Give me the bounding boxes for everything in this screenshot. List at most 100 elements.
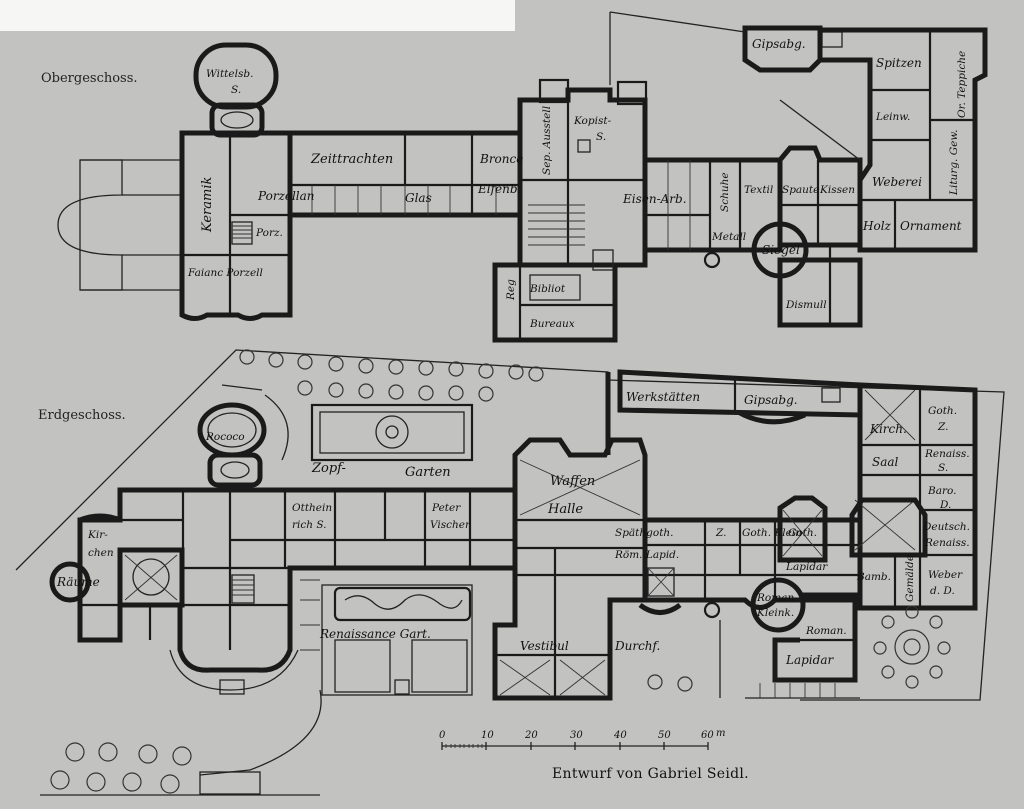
ground-west-wing (77, 487, 518, 673)
label-metall: Metall (711, 231, 746, 243)
label-kirchen-1: Kir- (87, 529, 108, 541)
label-textil: Textil (744, 184, 773, 196)
label-ottheinrich-2: rich S. (292, 519, 327, 531)
label-bibliot: Bibliot (529, 283, 566, 295)
scale-tick-50: 50 (658, 730, 671, 741)
label-garten: Garten (405, 465, 451, 480)
roman-kleinkunst-round-room (750, 577, 806, 633)
drawing-caption: Entwurf von Gabriel Seidl. (552, 766, 749, 782)
label-zopf: Zopf- (311, 461, 346, 476)
scale-tick-20: 20 (524, 730, 538, 741)
label-goth-z-1: Goth. (928, 405, 957, 417)
scale-tick-10: 10 (481, 730, 494, 741)
label-elfenb: Elfenb. (477, 182, 521, 196)
label-roman: Roman. (805, 625, 847, 637)
label-goth-z-2: Z. (937, 421, 948, 433)
label-ground-gipsabg: Gipsabg. (744, 393, 798, 407)
label-kirchen-2: chen (88, 547, 114, 559)
label-dismull: Dismull (785, 299, 827, 311)
label-keramik: Keramik (200, 176, 215, 233)
label-gemaelde: Gemälde (904, 555, 916, 602)
scale-unit: m (716, 728, 725, 739)
label-lapidar: Lapidar (785, 653, 834, 667)
label-holz: Holz (862, 219, 892, 233)
scale-tick-40: 40 (613, 730, 627, 741)
upper-floor-label: Obergeschoss. (41, 71, 138, 86)
scale-tick-0: 0 (439, 730, 446, 741)
label-barock-d-2: D. (939, 499, 951, 511)
label-z: Z. (715, 527, 726, 539)
label-kirch: Kirch. (869, 422, 907, 436)
scan-margin (0, 0, 515, 31)
label-ornament: Ornament (900, 219, 962, 233)
label-bamb: Bamb. (856, 571, 891, 583)
label-wittelsb-s: S. (231, 84, 241, 96)
label-fajanc-porzell: Faianc Porzell (187, 267, 263, 279)
label-barock-d-1: Baro. (927, 485, 956, 497)
upper-apse-outline (57, 159, 123, 291)
label-spaute: Spaute (782, 184, 819, 196)
label-durchf: Durchf. (614, 639, 660, 653)
upper-library-block (492, 262, 618, 343)
label-weber-d-2: d. D. (930, 585, 955, 597)
label-or-teppiche: Or. Teppiche (956, 51, 968, 118)
label-rococo: Rococo (205, 431, 245, 443)
gothic-rooms-row (642, 517, 863, 610)
label-goth-lapidar-1: Goth. (788, 527, 817, 539)
label-leinw: Leinw. (875, 111, 910, 123)
dismull-room (777, 257, 863, 328)
ground-floor-label: Erdgeschoss. (38, 408, 126, 423)
label-spaethgoth: Späthgoth. (615, 527, 674, 539)
label-siegel: Siegel (762, 243, 800, 257)
zopf-garden-parterre (310, 403, 474, 462)
label-wittelsb: Wittelsb. (206, 68, 253, 80)
label-weberei: Weberei (872, 175, 922, 189)
label-saal: Saal (872, 455, 899, 469)
label-reg: Reg (505, 279, 517, 301)
garden-trees (50, 349, 693, 794)
label-upper-gipsabg: Gipsabg. (752, 37, 806, 51)
label-roem-lapid: Röm. Lapid. (614, 549, 679, 561)
label-kopist-s: S. (596, 131, 606, 143)
label-roman-kleink-2: Kleink. (756, 607, 794, 619)
renaissance-garden (321, 584, 473, 696)
label-renaissance-gart: Renaissance Gart. (319, 627, 431, 641)
label-liturg-gew: Liturg. Gew. (948, 130, 960, 196)
label-halle: Halle (547, 502, 583, 517)
scale-bar: 0 10 20 30 40 50 60 m (439, 728, 725, 750)
label-goth-lapidar-2: Lapidar (785, 561, 828, 573)
label-kissen: Kissen (819, 184, 855, 196)
label-zeittrachten: Zeittrachten (310, 152, 393, 167)
label-renaiss-s-1: Renaiss. (924, 448, 970, 460)
label-vestibul: Vestibul (520, 639, 569, 653)
upper-textile-block (777, 145, 863, 248)
raeume-apse (49, 561, 91, 603)
label-raeume: Räume (56, 575, 100, 589)
label-sep-ausstell: Sep. Ausstell (541, 106, 553, 175)
label-glas: Glas (405, 191, 432, 205)
ground-central-block (492, 437, 648, 701)
fountain-garden (873, 605, 951, 689)
label-ottheinrich-1: Otthein (292, 502, 332, 514)
label-waffen: Waffen (550, 474, 595, 489)
label-goth-klein: Goth. Klein (742, 527, 802, 539)
label-deutsch-renaiss-2: Renaiss. (924, 537, 970, 549)
label-kopist: Kopist- (573, 115, 612, 127)
gothic-lapidar-octagon (777, 495, 828, 563)
scale-tick-60: 60 (701, 730, 714, 741)
label-porzellan: Porzellan (257, 189, 315, 203)
label-schuhe: Schuhe (719, 172, 731, 212)
label-bronce: Bronce (479, 152, 523, 166)
label-roman-kleink-1: Roman. (756, 592, 798, 604)
label-bureaux: Bureaux (529, 318, 575, 330)
upper-west-wing (179, 130, 293, 321)
label-weber-d-1: Weber (928, 569, 963, 581)
label-peter-vischer-2: Vischer (430, 519, 471, 531)
scale-tick-30: 30 (570, 730, 583, 741)
ground-east-block (857, 382, 978, 611)
label-spitzen: Spitzen (876, 56, 922, 70)
label-peter-vischer-1: Peter (431, 502, 461, 514)
upper-east-block (817, 27, 988, 253)
label-deutsch-renaiss-1: Deutsch. (922, 521, 970, 533)
